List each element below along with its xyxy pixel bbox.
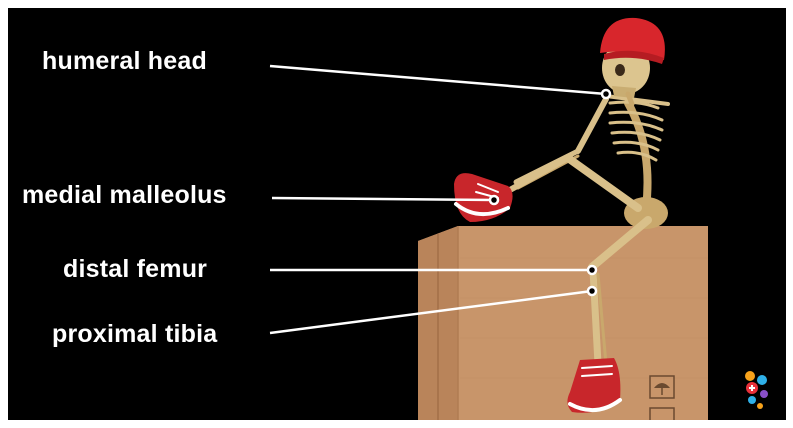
label-proximal-tibia: proximal tibia	[52, 322, 217, 347]
label-distal-femur: distal femur	[63, 257, 207, 282]
leader-line-humeral-head	[270, 66, 606, 94]
red-beanie	[600, 18, 665, 64]
label-humeral-head: humeral head	[42, 49, 207, 74]
colorful-dots-plus-logo-icon	[745, 371, 768, 409]
label-medial-malleolus: medial malleolus	[22, 183, 227, 208]
marker-distal-femur	[588, 266, 596, 274]
diagram-canvas: humeral head medial malleolus distal fem…	[8, 8, 786, 420]
sneaker-raised	[454, 173, 513, 222]
marker-medial-malleolus	[490, 196, 498, 204]
marker-proximal-tibia	[588, 287, 596, 295]
cardboard-box	[418, 226, 708, 420]
marker-humeral-head	[602, 90, 610, 98]
